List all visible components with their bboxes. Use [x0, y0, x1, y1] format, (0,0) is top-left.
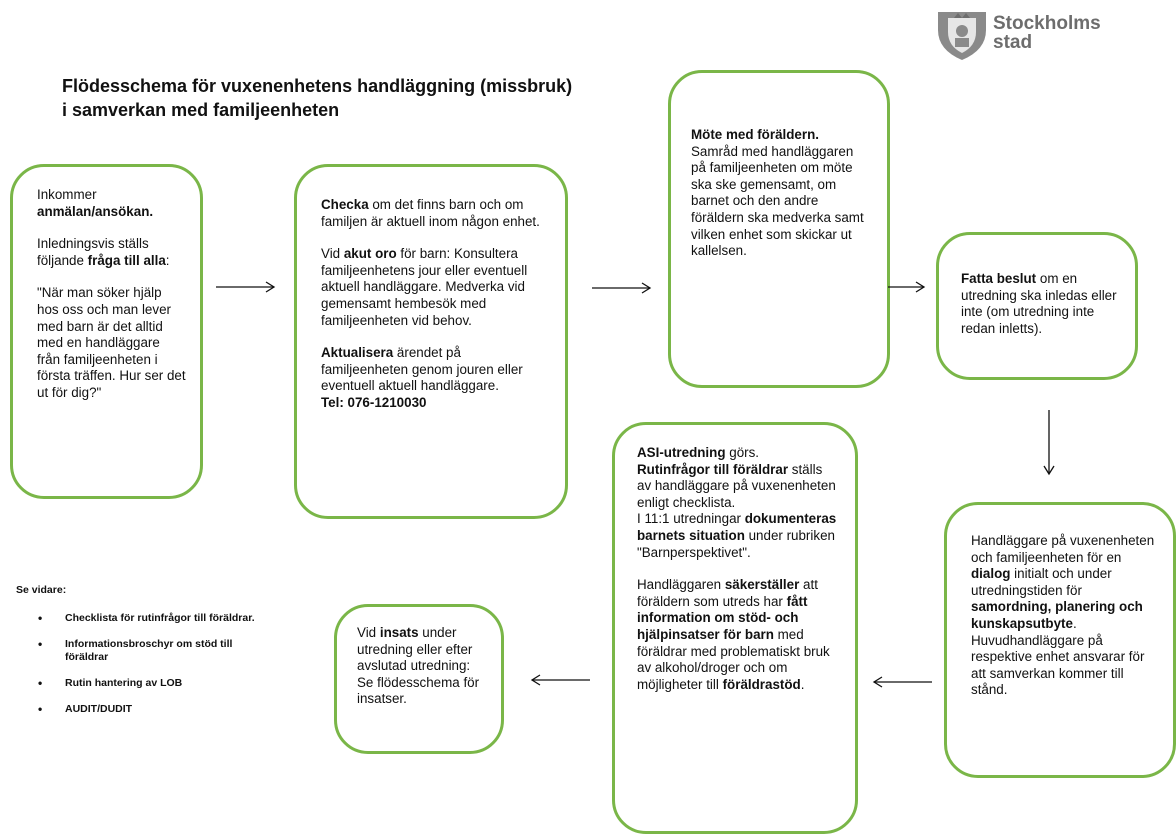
box2-bold-text: akut oro	[343, 246, 397, 262]
box2-bold-text: Checka	[321, 197, 369, 212]
box5-text: Handläggare på vuxenenheten och familjee…	[971, 533, 1155, 565]
box6-text: I 11:1 utredningar	[637, 511, 745, 527]
logo-line-1: Stockholms	[993, 13, 1101, 34]
box6-bold-text: Rutinfrågor till föräldrar	[637, 461, 789, 477]
box2-phone: Tel: 076-1210030	[321, 394, 427, 410]
box2-bold-text: Aktualisera	[321, 345, 394, 361]
flow-box-incoming-report: Inkommer anmälan/ansökan. Inledningsvis …	[10, 164, 203, 499]
logo-text: Stockholms stad	[993, 14, 1101, 52]
see-more-item: Checklista för rutinfrågor till föräldra…	[38, 612, 255, 625]
box5-text: . Huvudhandläggare på respektive enhet a…	[971, 615, 1145, 698]
title-line-1: Flödesschema för vuxenenhetens handläggn…	[62, 76, 573, 96]
box2-text: ärendet på familjeenheten genom jouren e…	[321, 345, 523, 394]
box1-text: :	[165, 252, 170, 268]
see-more-list: Checklista för rutinfrågor till föräldra…	[38, 612, 255, 729]
flow-box-decision: Fatta beslut om en utredning ska inledas…	[936, 232, 1138, 380]
box6-bold-text: fått information om stöd- och hjälpinsat…	[637, 593, 808, 642]
box6-bold-text: ASI-utredning	[637, 445, 726, 460]
box5-bold-text: dialog	[971, 566, 1011, 582]
flow-box-meeting-parent: Möte med föräldern. Samråd med handlägga…	[668, 70, 890, 388]
box4-bold-text: Fatta beslut	[961, 271, 1037, 286]
box6-bold-text: dokumenteras barnets situation	[637, 511, 837, 543]
box3-para-1: Möte med föräldern. Samråd med handlägga…	[691, 127, 871, 260]
box6-bold-text: säkerställer	[724, 577, 800, 593]
arrow-right-3-icon	[888, 281, 926, 293]
box1-para-2: Inledningsvis ställs följande fråga till…	[37, 236, 186, 269]
box1-text: Inledningsvis ställs följande	[37, 236, 149, 268]
see-more-heading: Se vidare:	[16, 584, 67, 596]
box5-bold-text: samordning, planering och kunskapsutbyte	[971, 599, 1143, 631]
box2-para-1: Checka om det finns barn och om familjen…	[321, 197, 545, 230]
page-title: Flödesschema för vuxenenhetens handläggn…	[62, 74, 572, 122]
title-line-2: i samverkan med familjeenheten	[62, 100, 340, 120]
see-more-item: Rutin hantering av LOB	[38, 677, 255, 690]
box5-para-1: Handläggare på vuxenenheten och familjee…	[971, 533, 1155, 699]
box6-text: .	[800, 676, 805, 692]
box1-para-1: Inkommer anmälan/ansökan.	[37, 187, 186, 220]
box2-text: Vid	[321, 246, 344, 262]
arrow-right-2-icon	[592, 282, 652, 294]
flow-box-intervention: Vid insats under utredning eller efter a…	[334, 604, 504, 754]
box4-text: om en utredning ska inledas eller inte (…	[961, 271, 1117, 336]
box6-bold-text: föräldrastöd	[722, 676, 801, 692]
box3-text: Samråd med handläggaren på familjeenhete…	[691, 143, 864, 259]
box6-text: Handläggaren	[637, 577, 725, 593]
box2-para-2: Vid akut oro för barn: Konsultera familj…	[321, 246, 545, 329]
arrow-left-2-icon	[530, 674, 590, 686]
box7-text: under utredning eller efter avslutad utr…	[357, 625, 480, 707]
box2-para-3: Aktualisera ärendet på familjeenheten ge…	[321, 345, 545, 411]
box1-text: Inkommer	[37, 187, 97, 202]
box6-para-2: Handläggaren säkerställer att föräldern …	[637, 577, 839, 693]
see-more-item: Informationsbroschyr om stöd till föräld…	[38, 638, 255, 664]
box6-para-1: ASI-utredning görs. Rutinfrågor till för…	[637, 445, 839, 561]
logo-line-2: stad	[993, 32, 1033, 53]
flow-box-asi-investigation: ASI-utredning görs. Rutinfrågor till för…	[612, 422, 858, 834]
arrow-right-1-icon	[216, 281, 276, 293]
box7-para-1: Vid insats under utredning eller efter a…	[357, 625, 489, 708]
box2-text: om det finns barn och om familjen är akt…	[321, 197, 540, 229]
box7-bold-text: insats	[379, 625, 419, 640]
box6-text: med föräldrar med problematiskt bruk av …	[637, 626, 830, 692]
box6-text: att föräldern som utreds har	[637, 577, 818, 609]
arrow-down-icon	[1043, 410, 1055, 476]
box6-text: görs.	[725, 445, 760, 460]
box6-text: ställs av handläggare på vuxenenheten en…	[637, 461, 836, 510]
box3-bold-text: Möte med föräldern.	[691, 127, 819, 142]
box2-text: för barn: Konsultera familjeenhetens jou…	[321, 246, 528, 328]
box4-para-1: Fatta beslut om en utredning ska inledas…	[961, 271, 1121, 337]
box7-text: Vid	[357, 625, 380, 640]
stockholm-crest-icon	[938, 12, 986, 60]
box1-para-3: "När man söker hjälp hos oss och man lev…	[37, 285, 186, 400]
box1-bold-text: fråga till alla	[87, 252, 166, 268]
box1-bold-text: anmälan/ansökan.	[37, 203, 154, 219]
see-more-item: AUDIT/DUDIT	[38, 703, 255, 716]
flow-box-check-children: Checka om det finns barn och om familjen…	[294, 164, 568, 519]
box6-text: under rubriken "Barnperspektivet".	[637, 527, 835, 560]
box5-text: initialt och under utredningstiden för	[971, 566, 1112, 598]
arrow-left-1-icon	[872, 676, 932, 688]
flow-box-dialogue: Handläggare på vuxenenheten och familjee…	[944, 502, 1176, 778]
